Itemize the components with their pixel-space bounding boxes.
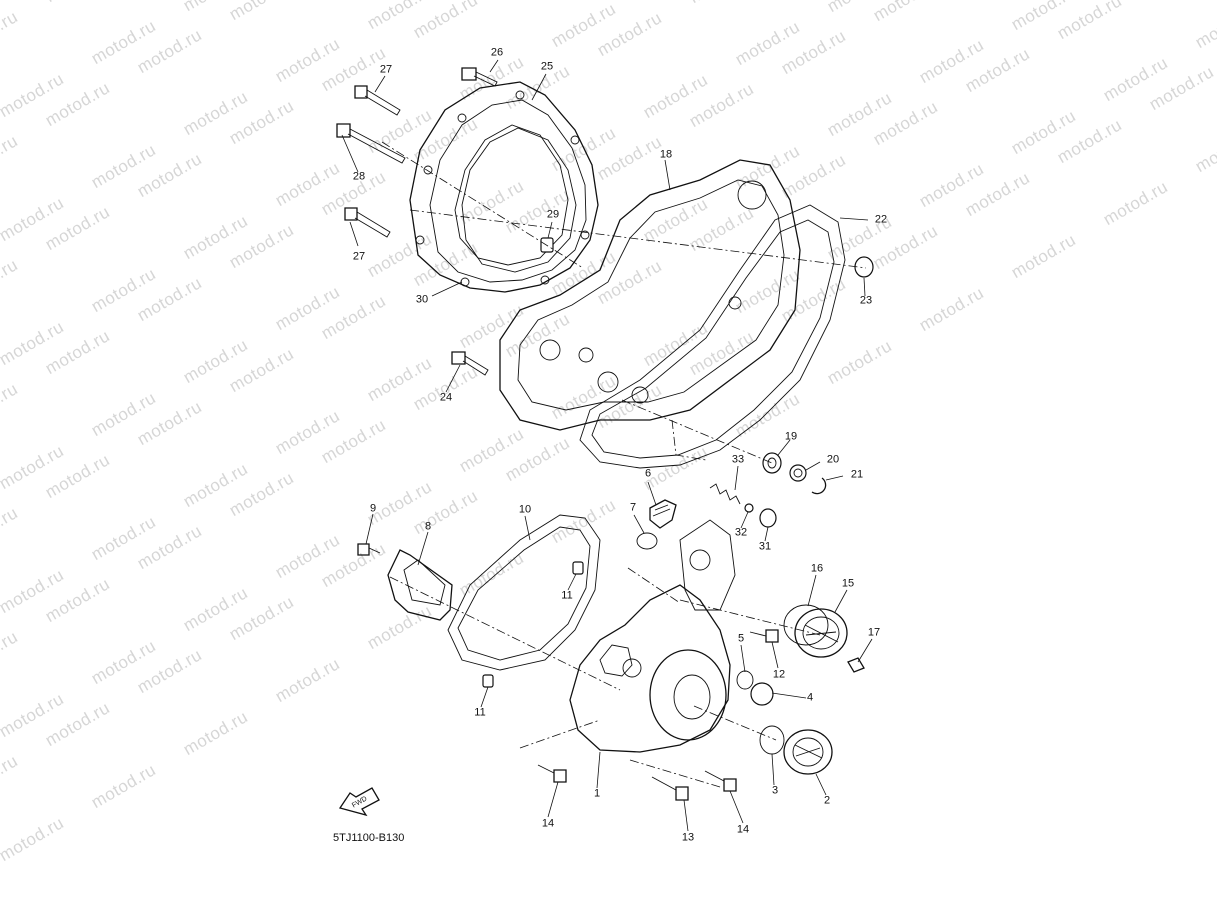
callout-13: 13 — [681, 831, 695, 844]
callout-9: 9 — [369, 502, 377, 515]
callout-15: 15 — [841, 577, 855, 590]
callout-27-upper: 27 — [379, 63, 393, 76]
bolt-9 — [357, 543, 381, 556]
callout-8: 8 — [424, 520, 432, 533]
plate-8 — [387, 549, 453, 621]
callout-14-right: 14 — [736, 823, 750, 836]
callout-11-upper: 11 — [561, 589, 573, 602]
callout-26: 26 — [490, 46, 504, 59]
callout-4: 4 — [806, 691, 814, 704]
bolt-12 — [749, 629, 779, 643]
o-ring-7 — [636, 532, 658, 550]
callout-3: 3 — [771, 784, 779, 797]
bushing-23 — [854, 256, 874, 278]
clutch-cover-25 — [409, 81, 599, 293]
cover-15 — [794, 608, 848, 658]
leader-lines — [341, 59, 873, 832]
oil-filler-plug-6 — [649, 499, 677, 529]
plunger-31 — [759, 508, 777, 528]
callout-11-lower: 11 — [474, 706, 486, 719]
callout-33: 33 — [731, 453, 745, 466]
gasket-30 — [461, 127, 577, 273]
callout-18: 18 — [659, 148, 673, 161]
washer-20 — [789, 464, 807, 482]
o-ring-16 — [783, 604, 829, 646]
callout-2: 2 — [823, 794, 831, 807]
o-ring-3 — [759, 725, 785, 755]
callout-12: 12 — [772, 668, 786, 681]
bolt-27-upper — [354, 85, 401, 116]
spring-33 — [709, 483, 741, 505]
callout-32: 32 — [734, 526, 748, 539]
ball-32 — [744, 503, 754, 513]
gasket-10 — [447, 514, 601, 671]
callout-21: 21 — [850, 468, 864, 481]
crankcase-cover-18 — [499, 159, 801, 431]
bolt-27-lower — [344, 207, 391, 238]
bolt-28 — [336, 123, 406, 164]
callout-16: 16 — [810, 562, 824, 575]
callout-10: 10 — [518, 503, 532, 516]
callout-25: 25 — [540, 60, 554, 73]
circlip-21 — [811, 477, 827, 495]
diagram-code: 5TJ1100-B130 — [333, 832, 405, 844]
callout-20: 20 — [826, 453, 840, 466]
dowel-11-upper — [572, 561, 584, 575]
callout-22: 22 — [874, 213, 888, 226]
dowel-11-lower — [482, 674, 494, 688]
oil-seal-19 — [762, 452, 782, 474]
callout-14-left: 14 — [541, 817, 555, 830]
callout-29: 29 — [546, 208, 560, 221]
callout-30: 30 — [415, 293, 429, 306]
callout-6: 6 — [644, 467, 652, 480]
callout-17: 17 — [867, 626, 881, 639]
gasket-22 — [579, 204, 846, 469]
plug-4 — [750, 682, 774, 706]
callout-1: 1 — [593, 787, 601, 800]
callout-24: 24 — [439, 391, 453, 404]
bolt-26 — [461, 67, 498, 87]
callout-23: 23 — [859, 294, 873, 307]
callout-27-lower: 27 — [352, 250, 366, 263]
bolt-13 — [651, 776, 689, 801]
fwd-arrow-icon: FWD — [338, 787, 380, 817]
plug-2 — [783, 729, 833, 775]
alignment-lines — [381, 141, 867, 788]
callout-28: 28 — [352, 170, 366, 183]
bolt-14-left — [537, 764, 567, 783]
bolt-14-right — [704, 770, 737, 792]
callout-19: 19 — [784, 430, 798, 443]
callout-31: 31 — [758, 540, 772, 553]
bolt-24 — [451, 351, 489, 376]
o-ring-5 — [736, 670, 754, 690]
callout-5: 5 — [737, 632, 745, 645]
bolt-17 — [847, 657, 865, 673]
callout-7: 7 — [629, 501, 637, 514]
clutch-cover-1 — [569, 519, 736, 753]
